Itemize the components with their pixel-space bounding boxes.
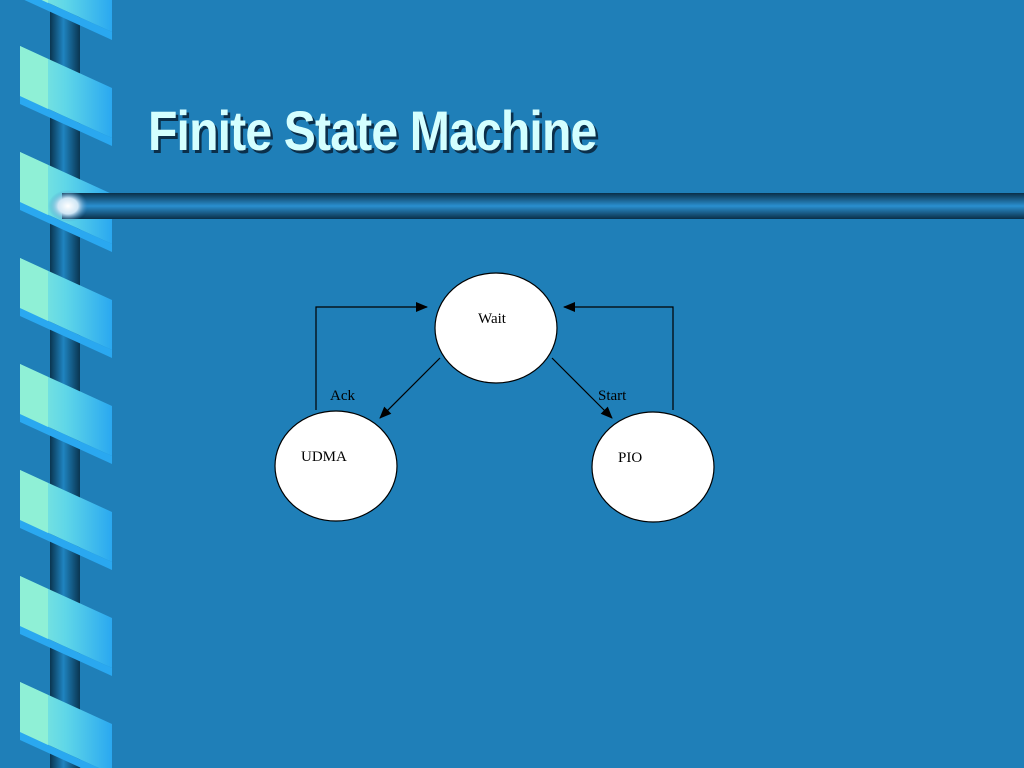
- state-wait-label: Wait: [478, 311, 506, 327]
- state-pio: [591, 411, 715, 523]
- edge-label-ack: Ack: [330, 388, 355, 404]
- edge-wait-to-pio: [551, 357, 613, 419]
- state-udma-label: UDMA: [301, 449, 347, 465]
- edge-pio-to-wait: [563, 302, 674, 410]
- edge-udma-to-wait: [315, 302, 428, 410]
- state-udma: [274, 410, 398, 522]
- ribbon-border-decoration: [20, 0, 112, 768]
- edge-label-start: Start: [598, 388, 627, 404]
- slide-title: Finite State Machine: [148, 99, 597, 162]
- title-rule-knob: [48, 190, 88, 222]
- title-rule-bar: [62, 193, 1024, 219]
- edge-wait-to-udma: [379, 357, 441, 419]
- state-wait: [434, 272, 558, 384]
- state-pio-label: PIO: [618, 450, 643, 466]
